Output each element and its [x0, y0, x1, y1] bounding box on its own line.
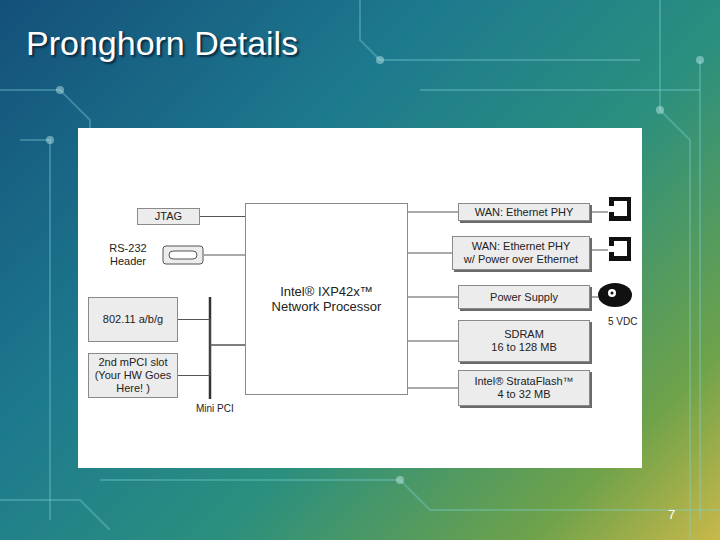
text-group: JTAG: [141, 210, 196, 223]
box-label: JTAG: [141, 210, 196, 223]
annotation-label: Mini PCI: [196, 403, 234, 414]
box-label: SDRAM: [462, 328, 586, 341]
bus-connector: [200, 216, 245, 217]
box-label: 16 to 128 MB: [462, 341, 586, 354]
box-label: Intel® StrataFlash™: [462, 375, 586, 388]
box-label: WAN: Ethernet PHY: [456, 240, 586, 253]
component-box: Intel® StrataFlash™4 to 32 MB: [458, 370, 590, 406]
component-box: Power Supply: [458, 285, 590, 309]
component-box: WAN: Ethernet PHYw/ Power over Ethernet: [452, 236, 590, 270]
text-group: Intel® IXP42x™ Network Processor: [264, 284, 389, 315]
text-group: Intel® StrataFlash™4 to 32 MB: [462, 375, 586, 401]
text-group: 2nd mPCI slot (Your HW Goes Here! ): [92, 356, 174, 395]
component-box: WAN: Ethernet PHY: [458, 203, 590, 221]
box-label: 802.11 a/b/g: [92, 313, 174, 326]
component-box: 802.11 a/b/g: [88, 297, 178, 342]
box-label: w/ Power over Ethernet: [456, 253, 586, 266]
serial-header: RS-232 Header: [102, 240, 204, 270]
bus-connector: [408, 212, 458, 213]
box-label: 4 to 32 MB: [462, 388, 586, 401]
bus-connector: [408, 297, 458, 298]
bus-connector: [408, 388, 458, 389]
text-group: WAN: Ethernet PHYw/ Power over Ethernet: [456, 240, 586, 266]
text-group: SDRAM16 to 128 MB: [462, 328, 586, 354]
box-label: Power Supply: [462, 291, 586, 304]
bus-connector: [178, 345, 245, 376]
text-group: RS-232 Header: [102, 242, 154, 268]
box-label: RS-232 Header: [102, 242, 154, 268]
text-group: WAN: Ethernet PHY: [462, 206, 586, 219]
bus-connector: [408, 341, 458, 342]
component-box: 2nd mPCI slot (Your HW Goes Here! ): [88, 353, 178, 398]
text-group: Power Supply: [462, 291, 586, 304]
bus-connector: [178, 320, 245, 346]
header-connector: [162, 245, 204, 265]
slide-title: Pronghorn Details: [26, 24, 298, 63]
box-label: WAN: Ethernet PHY: [462, 206, 586, 219]
component-box: JTAG: [137, 208, 200, 225]
text-group: 802.11 a/b/g: [92, 313, 174, 326]
bus-connector: [408, 253, 452, 254]
box-label: 2nd mPCI slot (Your HW Goes Here! ): [92, 356, 174, 395]
box-label: Intel® IXP42x™ Network Processor: [264, 284, 389, 315]
component-box: SDRAM16 to 128 MB: [458, 320, 590, 362]
bus-connector: [204, 255, 245, 256]
processor-box: Intel® IXP42x™ Network Processor: [245, 203, 408, 395]
page-number: 7: [668, 507, 675, 522]
annotation-label: 5 VDC: [608, 316, 637, 327]
